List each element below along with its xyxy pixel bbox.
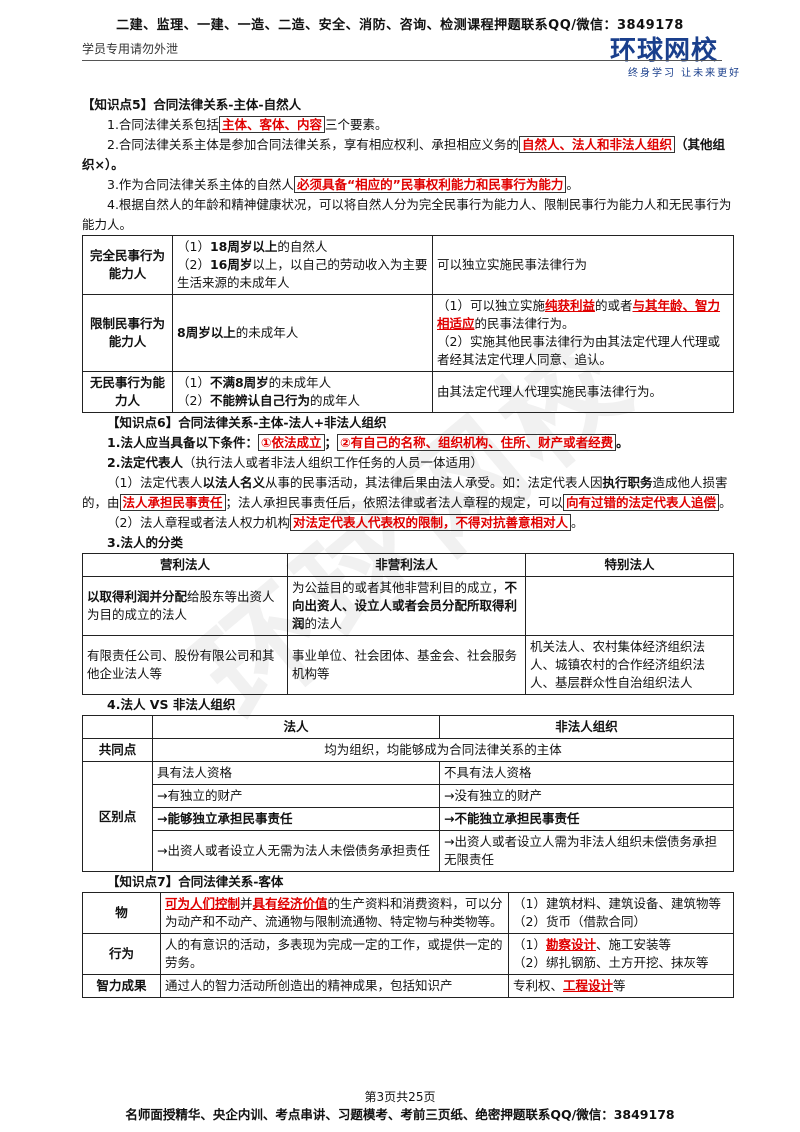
- kp5-p1: 1.合同法律关系包括主体、客体、内容三个要素。: [107, 116, 388, 133]
- table-cell: （1）18周岁以上的自然人 （2）16周岁以上，以自己的劳动收入为主要生活来源的…: [172, 235, 433, 295]
- table-cell: 人的有意识的活动，多表现为完成一定的工作，或提供一定的劳务。: [160, 933, 509, 975]
- column-header: 法人: [152, 715, 440, 739]
- table-cell: （1）勘察设计、施工安装等 （2）绑扎钢筋、土方开挖、抹灰等: [508, 933, 734, 975]
- table-cell: [525, 576, 734, 636]
- table-cell: →能够独立承担民事责任: [152, 807, 440, 831]
- kp6-s2-p1: （1）法定代表人以法人名义从事的民事活动，其法律后果由法人承受。如：法定代表人因…: [82, 475, 732, 511]
- table-cell: →不能独立承担民事责任: [439, 807, 734, 831]
- table-cell: （1）不满8周岁的未成年人 （2）不能辨认自己行为的成年人: [172, 371, 433, 413]
- table-cell: →出资人或者设立人需为非法人组织未偿债务承担无限责任: [439, 830, 734, 872]
- header-left-text: 学员专用请勿外泄: [82, 42, 179, 56]
- table-cell: 事业单位、社会团体、基金会、社会服务机构等: [287, 635, 526, 695]
- table-cell: 以取得利润并分配给股东等出资人为目的成立的法人: [82, 576, 288, 636]
- table-row: 限制民事行为能力人 8周岁以上的未成年人 （1）可以独立实施纯获利益的或者与其年…: [82, 294, 734, 372]
- row-label: 无民事行为能力人: [82, 371, 173, 413]
- table-row: 以取得利润并分配给股东等出资人为目的成立的法人 为公益目的或者其他非营利目的成立…: [82, 576, 734, 636]
- table-cell: 均为组织，均能够成为合同法律关系的主体: [152, 738, 734, 762]
- table-row: 智力成果 通过人的智力活动所创造出的精神成果，包括知识产 专利权、工程设计等: [82, 974, 734, 998]
- table-cell: →有独立的财产: [152, 784, 440, 808]
- row-label: 物: [82, 892, 161, 934]
- table-cell: （1）可以独立实施纯获利益的或者与其年龄、智力相适应的民事法律行为。 （2）实施…: [432, 294, 734, 372]
- table-cell: 可为人们控制并具有经济价值的生产资料和消费资料，可以分为动产和不动产、流通物与限…: [160, 892, 509, 934]
- row-label: 共同点: [82, 738, 153, 762]
- table-cell: 专利权、工程设计等: [508, 974, 734, 998]
- table-cell: （1）建筑材料、建筑设备、建筑物等（2）货币（借款合同）: [508, 892, 734, 934]
- classification-table: 营利法人 非营利法人 特别法人 以取得利润并分配给股东等出资人为目的成立的法人 …: [82, 553, 734, 695]
- kp6-title: 【知识点6】合同法律关系-主体-法人+非法人组织: [107, 415, 387, 430]
- table-header-row: 营利法人 非营利法人 特别法人: [82, 553, 734, 577]
- table-cell: 有限责任公司、股份有限公司和其他企业法人等: [82, 635, 288, 695]
- section4-title: 4.法人 VS 非法人组织: [107, 697, 236, 712]
- table-row: 共同点 均为组织，均能够成为合同法律关系的主体: [82, 738, 734, 762]
- column-header: 非法人组织: [439, 715, 734, 739]
- table-cell: 机关法人、农村集体经济组织法人、城镇农村的合作经济组织法人、基层群众性自治组织法…: [525, 635, 734, 695]
- table-row: →出资人或者设立人无需为法人未偿债务承担责任 →出资人或者设立人需为非法人组织未…: [83, 830, 734, 872]
- table-row: 物 可为人们控制并具有经济价值的生产资料和消费资料，可以分为动产和不动产、流通物…: [82, 892, 734, 934]
- kp5-p2: 2.合同法律关系主体是参加合同法律关系，享有相应权利、承担相应义务的自然人、法人…: [82, 136, 725, 172]
- table-cell: 由其法定代理人代理实施民事法律行为。: [432, 371, 734, 413]
- column-header: [82, 715, 153, 739]
- table-row: 区别点 具有法人资格 不具有法人资格: [82, 761, 734, 872]
- row-label: 区别点: [82, 761, 153, 872]
- kp5-p4: 4.根据自然人的年龄和精神健康状况，可以将自然人分为完全民事行为能力人、限制民事…: [82, 197, 732, 232]
- table-cell: 通过人的智力活动所创造出的精神成果，包括知识产: [160, 974, 509, 998]
- object-table: 物 可为人们控制并具有经济价值的生产资料和消费资料，可以分为动产和不动产、流通物…: [82, 892, 734, 998]
- table-row: 行为 人的有意识的活动，多表现为完成一定的工作，或提供一定的劳务。 （1）勘察设…: [82, 933, 734, 975]
- kp6-s3: 3.法人的分类: [107, 535, 183, 550]
- kp5-title: 【知识点5】合同法律关系-主体-自然人: [82, 97, 302, 112]
- row-label: 限制民事行为能力人: [82, 294, 173, 372]
- table-cell: →没有独立的财产: [439, 784, 734, 808]
- table-header-row: 法人 非法人组织: [82, 715, 734, 739]
- table-cell: →出资人或者设立人无需为法人未偿债务承担责任: [152, 830, 440, 872]
- row-label: 完全民事行为能力人: [82, 235, 173, 295]
- kp6-s2: 2.法定代表人（执行法人或者非法人组织工作任务的人员一体适用）: [107, 455, 483, 470]
- column-header: 非营利法人: [287, 553, 526, 577]
- page-number: 第3页共25页: [364, 1090, 436, 1104]
- kp6-s1: 1.法人应当具备以下条件：①依法成立；②有自己的名称、组织机构、住所、财产或者经…: [107, 434, 629, 451]
- logo-slogan: 终身学习 让未来更好: [628, 68, 742, 79]
- column-header: 特别法人: [525, 553, 734, 577]
- table-cell: 为公益目的或者其他非营利目的成立，不向出资人、设立人或者会员分配所取得利润的法人: [287, 576, 526, 636]
- header-divider: [82, 60, 722, 61]
- logo: 环球网校: [610, 36, 719, 66]
- table-row: 有限责任公司、股份有限公司和其他企业法人等 事业单位、社会团体、基金会、社会服务…: [82, 635, 734, 695]
- kp6-s2-p2: （2）法人章程或者法人权力机构对法定代表人代表权的限制，不得对抗善意相对人。: [107, 514, 584, 531]
- table-cell: 8周岁以上的未成年人: [172, 294, 433, 372]
- table-row: →能够独立承担民事责任 →不能独立承担民事责任: [83, 807, 734, 831]
- table-cell: 可以独立实施民事法律行为: [432, 235, 734, 295]
- table-cell: 不具有法人资格: [439, 761, 734, 785]
- row-label: 智力成果: [82, 974, 161, 998]
- kp5-p3: 3.作为合同法律关系主体的自然人必须具备“相应的”民事权利能力和民事行为能力。: [107, 176, 579, 193]
- column-header: 营利法人: [82, 553, 288, 577]
- footer-ad: 名师面授精华、央企内训、考点串讲、习题模考、考前三页纸、绝密押题联系QQ/微信：…: [125, 1107, 675, 1122]
- table-cell: 具有法人资格: [152, 761, 440, 785]
- header-top-text: 二建、监理、一建、一造、二造、安全、消防、咨询、检测课程押题联系QQ/微信：38…: [116, 18, 684, 33]
- row-label: 行为: [82, 933, 161, 975]
- table-row: 完全民事行为能力人 （1）18周岁以上的自然人 （2）16周岁以上，以自己的劳动…: [82, 235, 734, 295]
- page-content: 【知识点5】合同法律关系-主体-自然人 1.合同法律关系包括主体、客体、内容三个…: [82, 95, 734, 998]
- table-row: 无民事行为能力人 （1）不满8周岁的未成年人 （2）不能辨认自己行为的成年人 由…: [82, 371, 734, 413]
- comparison-table: 法人 非法人组织 共同点 均为组织，均能够成为合同法律关系的主体 区别点 具有法…: [82, 715, 734, 872]
- kp7-title: 【知识点7】合同法律关系-客体: [107, 874, 284, 889]
- capacity-table: 完全民事行为能力人 （1）18周岁以上的自然人 （2）16周岁以上，以自己的劳动…: [82, 235, 734, 413]
- table-row: →有独立的财产 →没有独立的财产: [83, 784, 734, 808]
